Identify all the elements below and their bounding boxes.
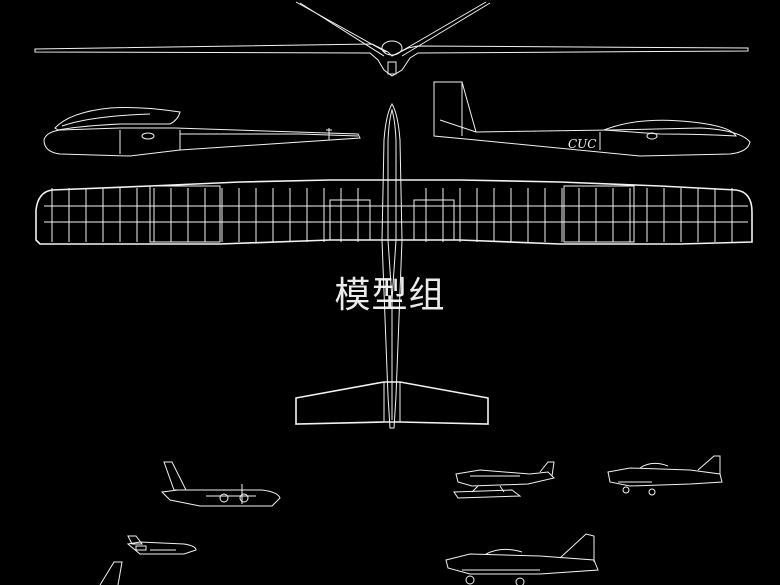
transport-aircraft-side	[160, 461, 281, 507]
side-view-right: CUC	[433, 81, 751, 157]
top-view-fuselage	[381, 103, 403, 429]
watermark-text: 模型组	[334, 275, 446, 316]
wing-ribs	[51, 188, 733, 242]
partial-aircraft-bottom-left	[99, 561, 123, 585]
top-view-wing	[35, 179, 753, 245]
side-view-left	[43, 107, 361, 157]
trainer-side-right	[607, 455, 723, 496]
floatplane-side	[453, 461, 555, 499]
wing-root-details	[149, 185, 635, 243]
top-view-tailplane	[295, 381, 489, 425]
bizjet-side	[126, 535, 197, 555]
front-view	[34, 1, 749, 77]
warplane-side	[445, 533, 599, 585]
tail-marking: CUC	[568, 137, 596, 151]
